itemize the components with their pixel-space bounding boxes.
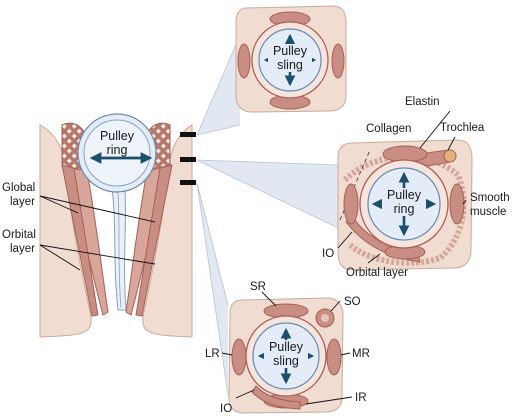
section-marker-icon <box>180 180 196 185</box>
bottom-pulley-label-1: Pulley <box>269 340 304 354</box>
top-muscle-right <box>331 43 345 79</box>
top-muscle-left <box>237 43 251 79</box>
mid-muscle-right <box>449 183 465 225</box>
global-layer-label-1: Global <box>2 182 35 194</box>
collagen-label: Collagen <box>366 123 411 135</box>
sr-label: SR <box>250 281 266 293</box>
orbital-layer-label-1: Orbital <box>2 229 36 241</box>
center-pulley-label-1: Pulley <box>100 129 135 143</box>
top-pulley-label-1: Pulley <box>273 44 308 58</box>
right-muscle-outer <box>135 164 173 317</box>
mid-pulley-label-2: ring <box>394 202 415 216</box>
section-marker-icon <box>180 157 196 162</box>
top-cross-section: Pulley sling <box>235 5 347 113</box>
smooth-muscle-label-1: Smooth <box>470 192 510 204</box>
orbit-wall-right <box>142 124 193 338</box>
bottom-pulley-label-2: sling <box>273 354 299 368</box>
mr-label: MR <box>352 348 370 360</box>
orbital-layer-label-2: layer <box>10 243 35 255</box>
section-marker-icon <box>180 132 196 137</box>
io-mid-label: IO <box>322 248 334 260</box>
orbit-section: Pulley ring Global layer Orbital layer <box>2 113 196 338</box>
trochlea-label: Trochlea <box>440 122 485 134</box>
lr-label: LR <box>205 348 220 360</box>
top-pulley-label-2: sling <box>277 58 303 72</box>
elastin-label: Elastin <box>405 96 440 108</box>
ir-label: IR <box>355 392 367 404</box>
center-pulley-label-2: ring <box>107 143 128 157</box>
projection-beams <box>196 34 339 396</box>
bottom-cross-section: Pulley sling SR SO LR MR IO IR <box>205 281 370 415</box>
io-muscle-bottom <box>251 385 301 410</box>
lr-muscle <box>231 338 247 376</box>
orbital-layer-mid-label: Orbital layer <box>346 267 408 279</box>
middle-cross-section: Pulley ring Elastin Collagen Trochlea Sm… <box>322 96 510 279</box>
mid-pulley-label-1: Pulley <box>387 188 422 202</box>
io-bottom-label: IO <box>220 403 232 415</box>
trochlea-icon <box>443 149 457 163</box>
smooth-muscle-label-2: muscle <box>470 206 506 218</box>
mid-muscle-left <box>343 183 359 225</box>
mr-muscle <box>326 338 342 376</box>
so-label: SO <box>344 296 361 308</box>
global-layer-label-2: layer <box>10 196 35 208</box>
